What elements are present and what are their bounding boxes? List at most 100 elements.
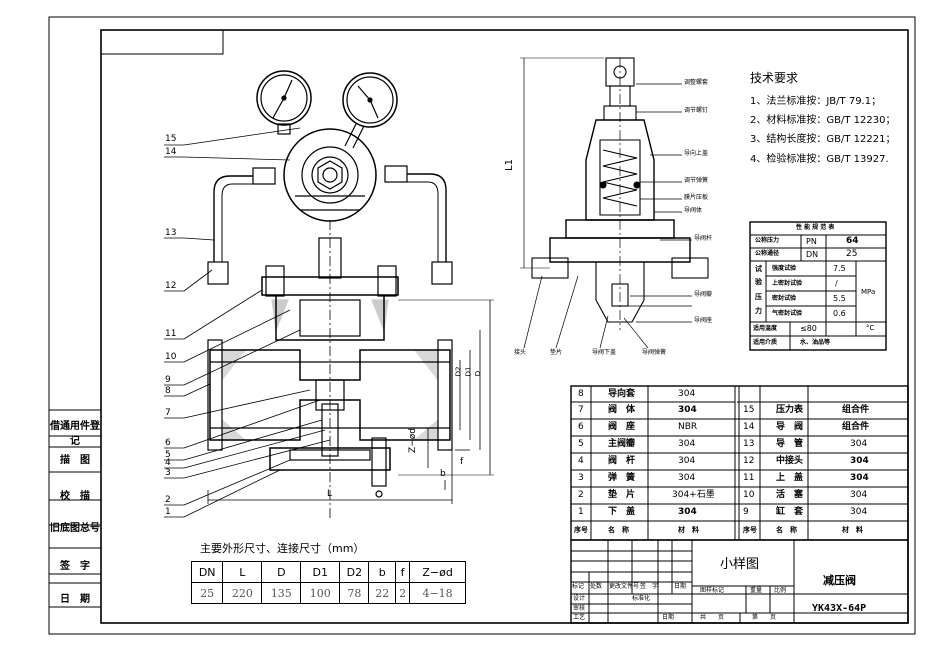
- title-block-lines: [570, 539, 909, 624]
- part-name: 缸 套: [776, 507, 804, 517]
- product-name: 减压阀: [823, 574, 856, 587]
- parts-header-no: 序号: [574, 526, 588, 534]
- pilot-label-adjust-screw: 调节螺钉: [684, 107, 709, 114]
- part-name: 导 管: [776, 439, 804, 449]
- part-material: 304: [678, 507, 697, 517]
- part-material: 304: [850, 507, 868, 517]
- part-no: 5: [578, 439, 584, 449]
- callout-3: 3: [165, 468, 171, 478]
- part-no: 1: [578, 507, 584, 517]
- part-no: 11: [743, 473, 755, 483]
- pilot-label-diaphragm-plate: 膜片压板: [684, 194, 709, 201]
- part-name: 上 盖: [776, 473, 804, 483]
- tb-design: 设计: [573, 595, 586, 602]
- part-material: 304: [850, 456, 869, 466]
- perf-medium-label: 适用介质: [753, 339, 778, 346]
- tb-weight: 重量: [750, 587, 763, 594]
- part-material: NBR: [678, 422, 698, 432]
- dim-header: D: [261, 561, 302, 583]
- perf-seal-value: 5.5: [833, 294, 846, 303]
- pilot-label-pilot-body: 导阀体: [684, 207, 703, 214]
- perf-dn-label: 公称通径: [755, 250, 780, 257]
- callout-10: 10: [165, 352, 177, 362]
- part-no: 12: [743, 456, 755, 466]
- dim-value: 100: [300, 582, 341, 604]
- part-material: 304: [850, 473, 869, 483]
- parts-header-name: 名 称: [608, 526, 629, 534]
- pilot-label-adjust-spring: 调节弹簧: [684, 177, 709, 184]
- dim-header: b: [368, 561, 396, 583]
- callout-1: 1: [165, 507, 171, 517]
- perf-test-group-3: 压: [755, 293, 762, 301]
- tb-change-doc: 更改文件号: [609, 583, 640, 590]
- part-material: 304: [678, 456, 696, 466]
- tb-total-pages: 共 页: [700, 614, 725, 621]
- callout-15: 15: [165, 134, 177, 144]
- part-no: 13: [743, 439, 755, 449]
- dim-b: b: [440, 469, 446, 479]
- side-column-lines: [49, 409, 101, 608]
- parts-header-material-r: 材 料: [842, 526, 863, 534]
- perf-unit: MPa: [861, 288, 876, 296]
- tech-req-4: 4、检验标准按：GB/T 13927.: [750, 154, 889, 165]
- parts-table-lines: [570, 385, 909, 541]
- perf-dn-symbol: DN: [806, 250, 819, 259]
- part-material: 304: [850, 490, 868, 500]
- dim-header: Z−ød: [409, 561, 466, 583]
- dim-header: f: [394, 561, 411, 583]
- part-no: 15: [743, 405, 755, 415]
- part-material: 304: [678, 389, 696, 399]
- part-material: 304: [678, 473, 696, 483]
- perf-upper-seal-value: /: [835, 279, 838, 288]
- part-name: 下 盖: [608, 507, 636, 517]
- part-name: 主阀瓣: [608, 439, 636, 449]
- callout-11: 11: [165, 329, 177, 339]
- part-name: 活 塞: [776, 490, 804, 500]
- part-name: 阀 体: [608, 405, 636, 415]
- outer-border: [48, 16, 916, 635]
- perf-air-seal-label: 气密封试验: [772, 310, 803, 317]
- part-material: 组合件: [842, 405, 870, 415]
- dim-Zd: Z−ød: [407, 428, 418, 453]
- main-valve: [164, 70, 494, 520]
- dim-header: L: [222, 561, 263, 583]
- part-no: 14: [743, 422, 755, 432]
- pilot-label-disc: 导阀瓣: [694, 291, 713, 298]
- side-old-base-no: 旧底图总号: [50, 523, 100, 534]
- perf-dn-value: 25: [846, 249, 858, 259]
- dim-value: 78: [339, 582, 370, 604]
- dim-D2: D2: [454, 366, 463, 377]
- perf-test-group-1: 试: [755, 265, 762, 273]
- side-trace: 描 图: [60, 455, 90, 466]
- perf-test-group-4: 力: [755, 307, 762, 315]
- tb-sheet-no: 第 页: [752, 614, 777, 621]
- tb-count: 处数: [590, 583, 603, 590]
- pilot-label-joint: 接头: [514, 349, 527, 356]
- part-material: 304: [678, 439, 696, 449]
- pilot-label-gasket: 垫片: [550, 349, 563, 356]
- callout-5: 5: [165, 450, 171, 460]
- pilot-label-lower-cover: 导阀下盖: [592, 349, 617, 356]
- inner-border: [100, 29, 909, 624]
- tech-req-3: 3、结构长度按：GB/T 12221；: [750, 134, 896, 145]
- perf-pn-label: 公称压力: [755, 237, 780, 244]
- dim-value: 220: [222, 582, 263, 604]
- callout-9: 9: [165, 375, 171, 385]
- tech-req-1: 1、法兰标准按：JB/T 79.1；: [750, 96, 882, 107]
- callout-12: 12: [165, 281, 177, 291]
- dim-header: D1: [300, 561, 341, 583]
- part-no: 4: [578, 456, 584, 466]
- part-material: 304: [678, 405, 697, 415]
- tech-req-title: 技术要求: [750, 71, 799, 85]
- pilot-valve-detail: [520, 57, 709, 349]
- perf-medium-value: 水、油品等: [800, 339, 831, 346]
- callout-13: 13: [165, 228, 177, 238]
- dim-value: 135: [261, 582, 302, 604]
- dim-table-header: DN L D D1 D2 b f Z−ød: [190, 561, 466, 583]
- part-material: 304+石墨: [672, 490, 715, 500]
- part-name: 导 阀: [776, 422, 804, 432]
- part-name: 阀 杆: [608, 456, 636, 466]
- tb-drawing-mark: 图样标记: [700, 587, 725, 594]
- side-signature: 签 字: [60, 561, 90, 572]
